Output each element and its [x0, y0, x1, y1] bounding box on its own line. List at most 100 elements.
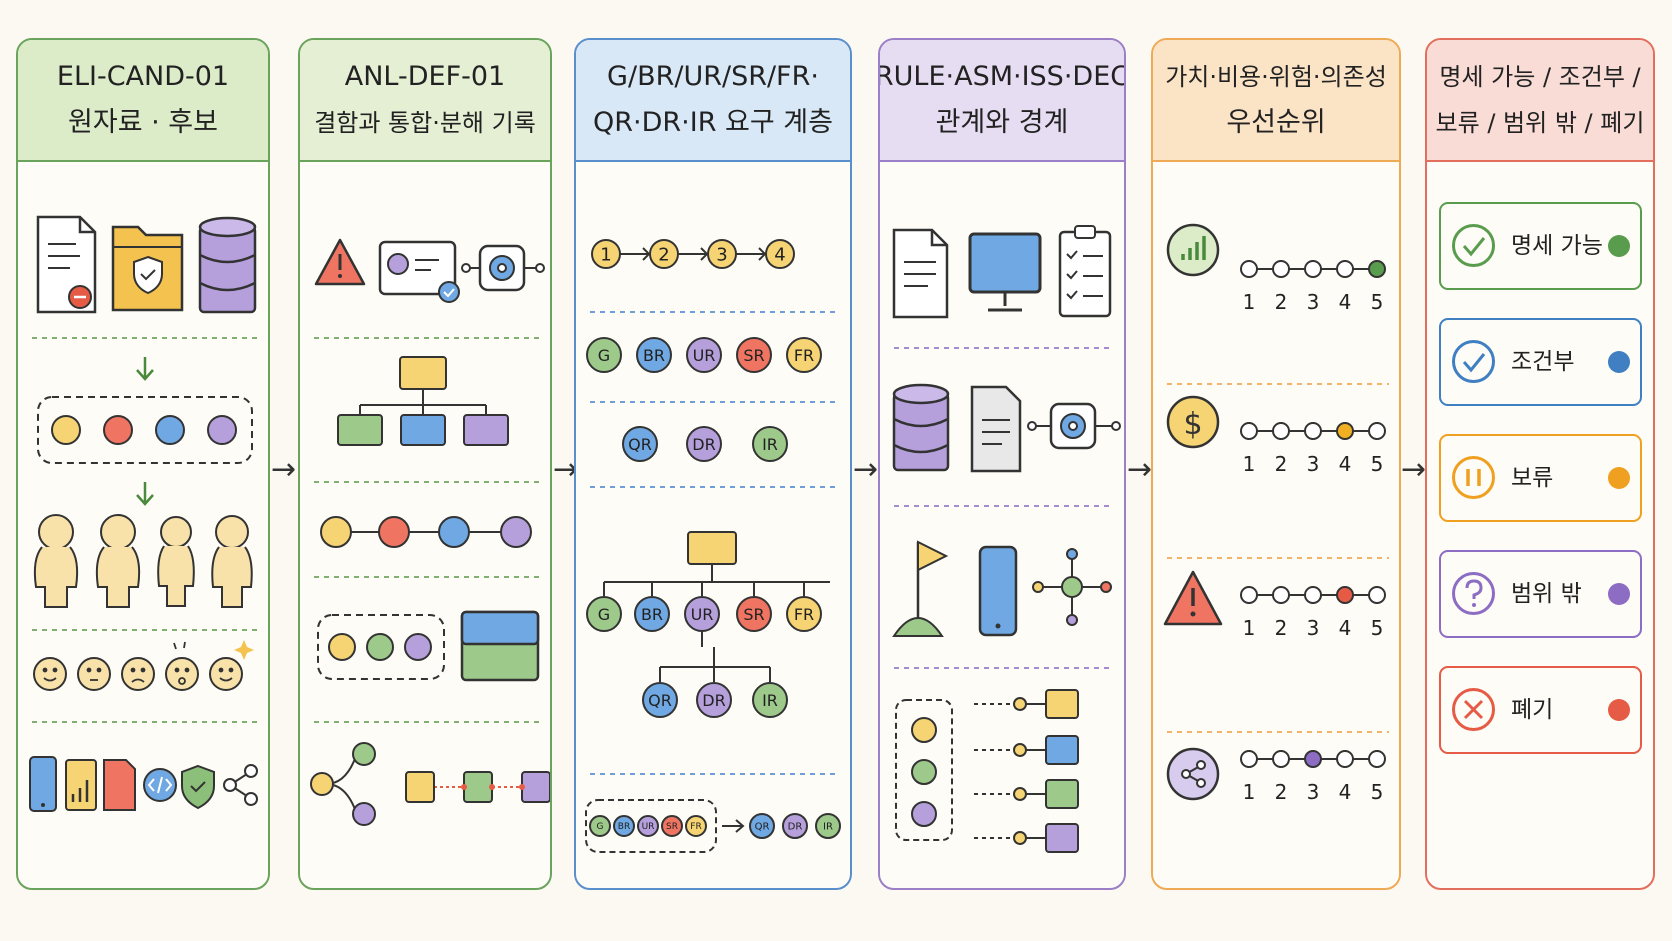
column-subtitle: 관계와 경계	[935, 107, 1069, 138]
column-subtitle: 보류 / 범위 밖 / 폐기	[1435, 109, 1645, 137]
scale-tick-label: 2	[1275, 616, 1288, 640]
mini-node-SR: SR	[661, 815, 683, 837]
req-node-DR: DR	[686, 426, 722, 462]
column-header: ANL-DEF-01 결함과 통합·분해 기록	[300, 40, 550, 162]
req-node-FR: FR	[786, 337, 822, 373]
status-label: 폐기	[1511, 697, 1554, 723]
req-node-QR: QR	[622, 426, 658, 462]
mini-node-BR: BR	[613, 815, 635, 837]
boundary-mapping	[895, 689, 1079, 853]
scale-tick-label: 4	[1339, 452, 1352, 476]
status-card-on-hold: 보류	[1439, 434, 1642, 522]
status-card-specifiable: 명세 가능	[1439, 202, 1642, 290]
scale-point	[1368, 750, 1386, 768]
chain-step-3: 3	[707, 239, 737, 269]
network-share-icon	[223, 764, 258, 806]
dollar-icon: $	[1166, 395, 1220, 449]
column-header: ELI-CAND-01 원자료 · 후보	[18, 40, 268, 162]
scale-point	[1304, 422, 1322, 440]
mini-node-G: G	[589, 815, 611, 837]
svg-text:UR: UR	[691, 605, 714, 624]
tree-node-BR: BR	[634, 596, 670, 632]
check-circle-icon	[1452, 224, 1495, 267]
code-icon	[143, 768, 177, 802]
column-header: 명세 가능 / 조건부 / 보류 / 범위 밖 / 폐기	[1427, 40, 1653, 162]
database-icon	[198, 216, 257, 314]
tree-root	[604, 531, 830, 668]
tree-node-IR: IR	[752, 682, 788, 718]
svg-text:DR: DR	[692, 435, 715, 454]
scale-tick-label: 3	[1307, 290, 1320, 314]
scale-point	[1272, 750, 1290, 768]
scale-point-selected	[1368, 260, 1386, 278]
flow-arrow: →	[553, 452, 579, 487]
column-subtitle: 우선순위	[1226, 107, 1326, 138]
req-node-SR: SR	[736, 337, 772, 373]
mini-node-FR: FR	[685, 815, 707, 837]
pause-circle-icon	[1452, 456, 1495, 499]
status-dot	[1608, 467, 1630, 489]
database-icon	[892, 383, 950, 472]
status-label: 명세 가능	[1511, 233, 1603, 259]
scale-tick-label: 1	[1243, 780, 1256, 804]
id-card-check-icon	[378, 240, 460, 303]
document-icon	[36, 215, 97, 314]
warning-icon	[314, 238, 366, 286]
flag-icon	[892, 540, 949, 637]
svg-text:SR: SR	[666, 822, 678, 832]
svg-text:QR: QR	[628, 435, 652, 454]
scale-tick-label: 4	[1339, 780, 1352, 804]
svg-text:4: 4	[774, 244, 785, 265]
svg-text:SR: SR	[743, 605, 764, 624]
column-title: 명세 가능 / 조건부 /	[1439, 63, 1641, 91]
tree-node-DR: DR	[696, 682, 732, 718]
scale-tick-label: 5	[1371, 616, 1384, 640]
gear-icon	[1027, 402, 1121, 450]
svg-text:FR: FR	[690, 822, 701, 832]
chain-arrow	[620, 247, 651, 261]
column-subtitle: 원자료 · 후보	[68, 107, 218, 138]
svg-text:QR: QR	[648, 691, 672, 710]
flow-arrow: →	[271, 452, 297, 487]
column-title: RULE·ASM·ISS·DEC	[878, 61, 1126, 92]
svg-text:UR: UR	[642, 822, 655, 832]
status-label: 조건부	[1511, 349, 1575, 375]
scale-point	[1336, 750, 1354, 768]
scale-tick-label: 3	[1307, 616, 1320, 640]
svg-text:BR: BR	[643, 346, 665, 365]
column-subtitle: QR·DR·IR 요구 계층	[593, 107, 833, 138]
scale-point	[1240, 260, 1258, 278]
svg-text:DR: DR	[702, 691, 725, 710]
scale-point-selected	[1336, 422, 1354, 440]
gear-icon	[461, 244, 545, 292]
req-node-UR: UR	[686, 337, 722, 373]
scale-tick-label: 4	[1339, 616, 1352, 640]
status-dot	[1608, 351, 1630, 373]
scale-tick-label: 5	[1371, 452, 1384, 476]
scale-point	[1240, 750, 1258, 768]
network-node-icon	[1032, 548, 1112, 626]
status-card-out-of-scope: 범위 밖	[1439, 550, 1642, 638]
scale-point	[1272, 586, 1290, 604]
scale-point	[1304, 586, 1322, 604]
chart-icon	[1166, 223, 1220, 277]
scale-point	[1304, 260, 1322, 278]
split-branch	[310, 742, 376, 826]
status-label: 보류	[1511, 465, 1554, 491]
scale-point	[1240, 422, 1258, 440]
column-header: G/BR/UR/SR/FR· QR·DR·IR 요구 계층	[576, 40, 850, 162]
scale-tick-label: 5	[1371, 780, 1384, 804]
svg-text:SR: SR	[743, 346, 764, 365]
column-raw-candidates: ELI-CAND-01 원자료 · 후보	[16, 38, 270, 890]
file-icon	[103, 759, 136, 811]
status-card-discard: 폐기	[1439, 666, 1642, 754]
column-subtitle: 결함과 통합·분해 기록	[314, 109, 536, 137]
assumption-doc-icon	[970, 385, 1022, 473]
down-arrow-icon	[136, 357, 154, 381]
share-icon	[1166, 747, 1220, 801]
status-label: 범위 밖	[1511, 581, 1582, 607]
stakeholder-figures	[33, 514, 253, 608]
tree-node-G: G	[586, 596, 622, 632]
mini-node-QR: QR	[749, 813, 775, 839]
